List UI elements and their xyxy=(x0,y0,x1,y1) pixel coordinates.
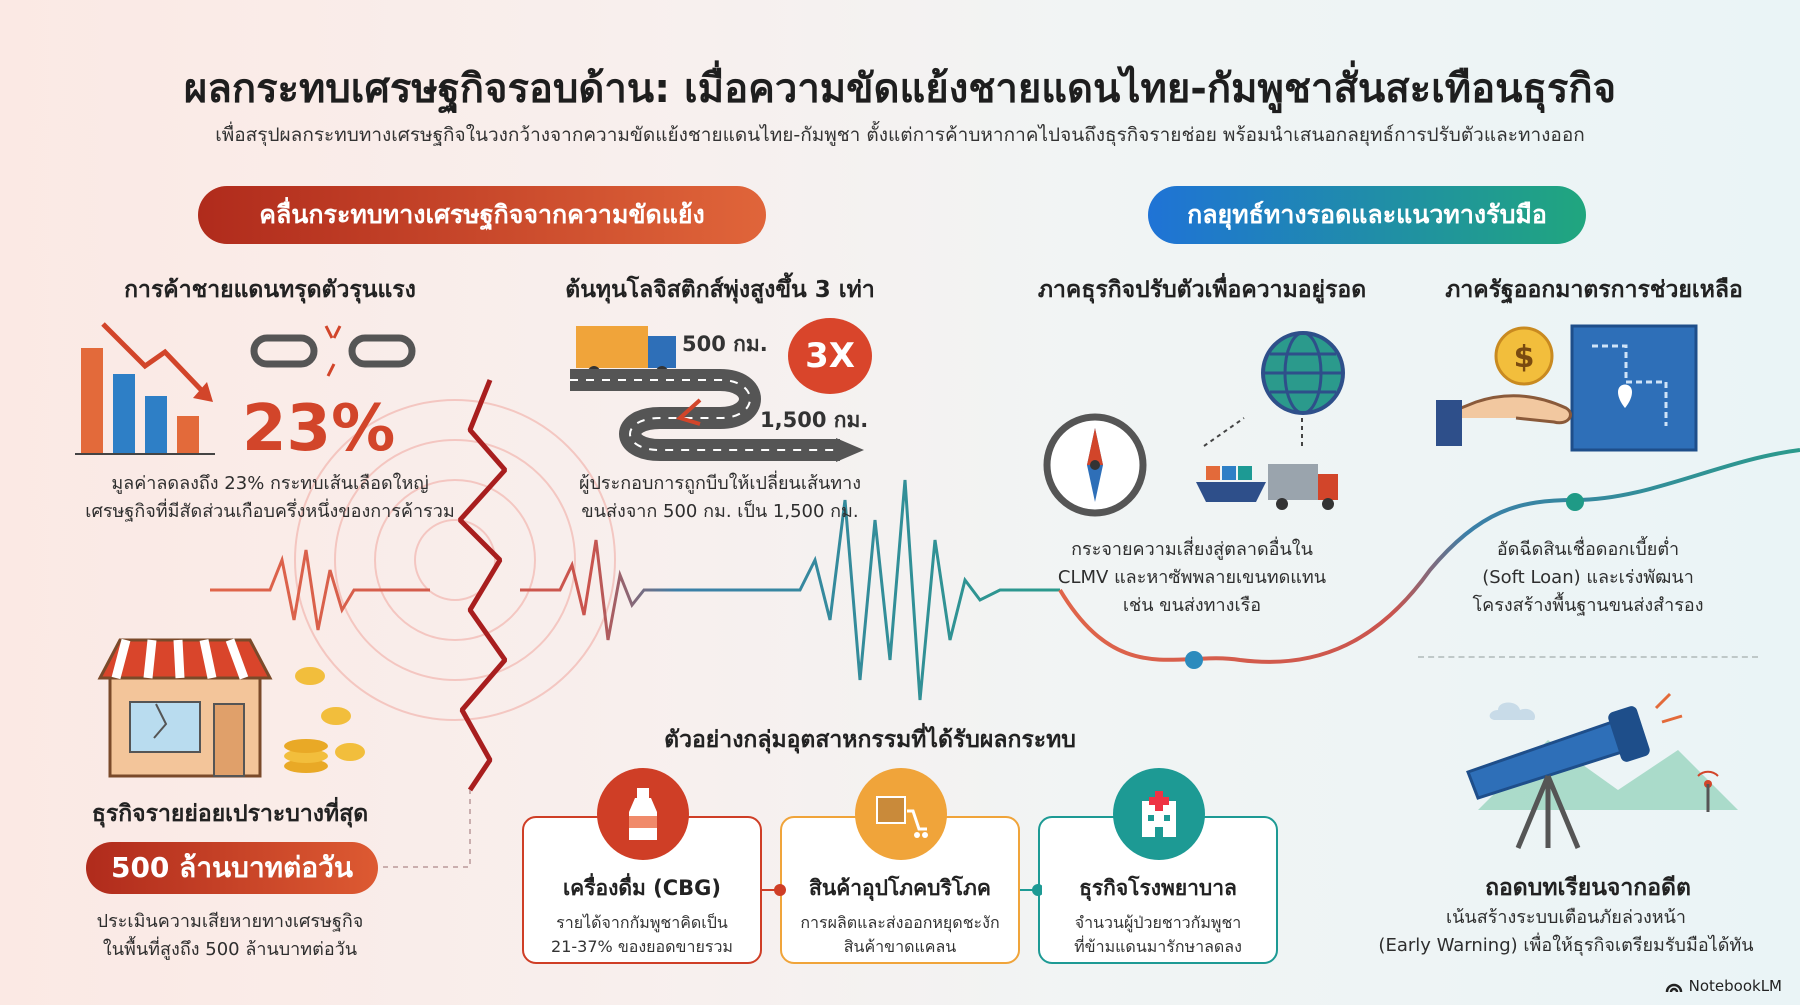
government-desc: อัดฉีดสินเชื่อดอกเบี้ยต่ำ (Soft Loan) แล… xyxy=(1418,536,1758,620)
seismic-wave xyxy=(210,479,1060,701)
business-heading: ภาคธุรกิจปรับตัวเพื่อความอยู่รอด xyxy=(1037,277,1367,303)
retail-desc-line2: ในพื้นที่สูงถึง 500 ล้านบาทต่อวัน xyxy=(102,939,358,960)
business-desc-line2: CLMV และหาซัพพลายเขนทดแทน xyxy=(1057,567,1327,588)
retail-heading: ธุรกิจรายย่อยเปราะบางที่สุด xyxy=(91,801,369,827)
trade-decline-stat: 23% xyxy=(242,392,396,466)
industry-desc-consumer-line1: การผลิตและส่งออกหยุดชะงัก xyxy=(800,913,1000,932)
ripple-rings xyxy=(294,399,616,721)
footer-brand-text: NotebookLM xyxy=(1688,977,1782,995)
logistics-desc-line2: ขนส่งจาก 500 กม. เป็น 1,500 กม. xyxy=(581,501,859,522)
telescope-icon xyxy=(1466,692,1738,849)
beverage-bottle-icon xyxy=(597,768,689,860)
government-desc-line2: (Soft Loan) และเร่งพัฒนา xyxy=(1482,567,1694,588)
footer-brand: NotebookLM xyxy=(1665,977,1782,995)
route-short-label: 500 กม. xyxy=(682,332,768,356)
section-label-impact: คลื่นกระทบทางเศรษฐกิจจากความขัดแย้ง xyxy=(198,186,766,244)
recovery-curve xyxy=(1058,448,1800,664)
lesson-desc-line1: เน้นสร้างระบบเตือนภัยล่วงหน้า xyxy=(1445,907,1687,928)
business-desc-line1: กระจายความเสี่ยงสู่ตลาดอื่นใน xyxy=(1071,539,1313,560)
industry-title-hospital: ธุรกิจโรงพยาบาล xyxy=(1079,876,1237,900)
industry-card-hospital: ธุรกิจโรงพยาบาล จำนวนผู้ป่วยชาวกัมพูชา ท… xyxy=(1038,816,1278,964)
lesson-desc-line2: (Early Warning) เพื่อให้ธุรกิจเตรียมรับม… xyxy=(1378,935,1754,956)
lesson-heading: ถอดบทเรียนจากอดีต xyxy=(1485,875,1691,901)
trade-desc-line1: มูลค่าลดลงถึง 23% กระทบเส้นเลือดใหญ่ xyxy=(111,473,429,494)
hospital-building-icon xyxy=(1113,768,1205,860)
industry-desc-beverage: รายได้จากกัมพูชาคิดเป็น 21-37% ของยอดขาย… xyxy=(524,911,760,959)
trade-desc: มูลค่าลดลงถึง 23% กระทบเส้นเลือดใหญ่ เศร… xyxy=(40,470,500,526)
page-title: ผลกระทบเศรษฐกิจรอบด้าน: เมื่อความขัดแย้ง… xyxy=(183,66,1617,112)
retail-desc-line1: ประเมินความเสียหายทางเศรษฐกิจ xyxy=(96,911,364,932)
section-divider xyxy=(1418,656,1758,658)
industry-title-beverage: เครื่องดื่ม (CBG) xyxy=(562,876,721,900)
logistics-desc-line1: ผู้ประกอบการถูกบีบให้เปลี่ยนเส้นทาง xyxy=(578,473,862,494)
box-cart-icon xyxy=(855,768,947,860)
ship-truck-icon xyxy=(1196,417,1338,510)
government-heading: ภาครัฐออกมาตรการช่วยเหลือ xyxy=(1445,277,1743,303)
detour-route-icon xyxy=(570,326,864,462)
industry-desc-consumer-line2: สินค้าขาดแคลน xyxy=(843,937,957,956)
logistics-desc: ผู้ประกอบการถูกบีบให้เปลี่ยนเส้นทาง ขนส่… xyxy=(540,470,900,526)
business-desc-line3: เช่น ขนส่งทางเรือ xyxy=(1122,595,1262,616)
industry-desc-hospital-line2: ที่ข้ามแดนมารักษาลดลง xyxy=(1074,937,1242,956)
falling-bar-chart-icon xyxy=(75,322,215,455)
industry-desc-hospital: จำนวนผู้ป่วยชาวกัมพูชา ที่ข้ามแดนมารักษา… xyxy=(1040,911,1276,959)
industry-desc-hospital-line1: จำนวนผู้ป่วยชาวกัมพูชา xyxy=(1074,913,1242,932)
industry-desc-beverage-line1: รายได้จากกัมพูชาคิดเป็น xyxy=(556,913,728,932)
retail-loss-badge: 500 ล้านบาทต่อวัน xyxy=(86,842,378,894)
compass-icon xyxy=(1043,413,1147,517)
trade-heading: การค้าชายแดนทรุดตัวรุนแรง xyxy=(124,277,416,303)
industry-desc-consumer: การผลิตและส่งออกหยุดชะงัก สินค้าขาดแคลน xyxy=(782,911,1018,959)
industry-title-consumer: สินค้าอุปโภคบริโภค xyxy=(809,876,991,900)
globe-icon xyxy=(1261,331,1345,415)
trade-desc-line2: เศรษฐกิจที่มีสัดส่วนเกือบครึ่งหนึ่งของกา… xyxy=(85,501,455,522)
curve-dot-left xyxy=(1185,651,1203,669)
cost-multiplier-badge: 3X xyxy=(788,318,872,394)
curve-dot-right xyxy=(1566,493,1584,511)
government-desc-line3: โครงสร้างพื้นฐานขนส่งสำรอง xyxy=(1472,595,1704,616)
card-connectors xyxy=(762,884,1042,896)
retail-desc: ประเมินความเสียหายทางเศรษฐกิจ ในพื้นที่ส… xyxy=(40,908,420,964)
lesson-desc: เน้นสร้างระบบเตือนภัยล่วงหน้า (Early War… xyxy=(1346,904,1786,960)
damaged-shop-icon xyxy=(97,638,365,778)
crack-line xyxy=(458,379,508,792)
industries-heading: ตัวอย่างกลุ่มอุตสาหกรรมที่ได้รับผลกระทบ xyxy=(664,727,1076,753)
government-desc-line1: อัดฉีดสินเชื่อดอกเบี้ยต่ำ xyxy=(1496,539,1680,560)
notebooklm-logo-icon xyxy=(1665,983,1682,993)
broken-chain-icon xyxy=(250,325,416,377)
hand-coin-map-icon: $ xyxy=(1436,324,1698,452)
section-label-strategy: กลยุทธ์ทางรอดและแนวทางรับมือ xyxy=(1148,186,1586,244)
page-subtitle: เพื่อสรุปผลกระทบทางเศรษฐกิจในวงกว้างจากค… xyxy=(215,124,1585,146)
svg-text:$: $ xyxy=(1514,340,1535,375)
route-long-label: 1,500 กม. xyxy=(760,408,869,432)
business-desc: กระจายความเสี่ยงสู่ตลาดอื่นใน CLMV และหา… xyxy=(1022,536,1362,620)
logistics-heading: ต้นทุนโลจิสติกส์พุ่งสูงขึ้น 3 เท่า xyxy=(565,277,875,303)
industry-desc-beverage-line2: 21-37% ของยอดขายรวม xyxy=(551,937,733,956)
